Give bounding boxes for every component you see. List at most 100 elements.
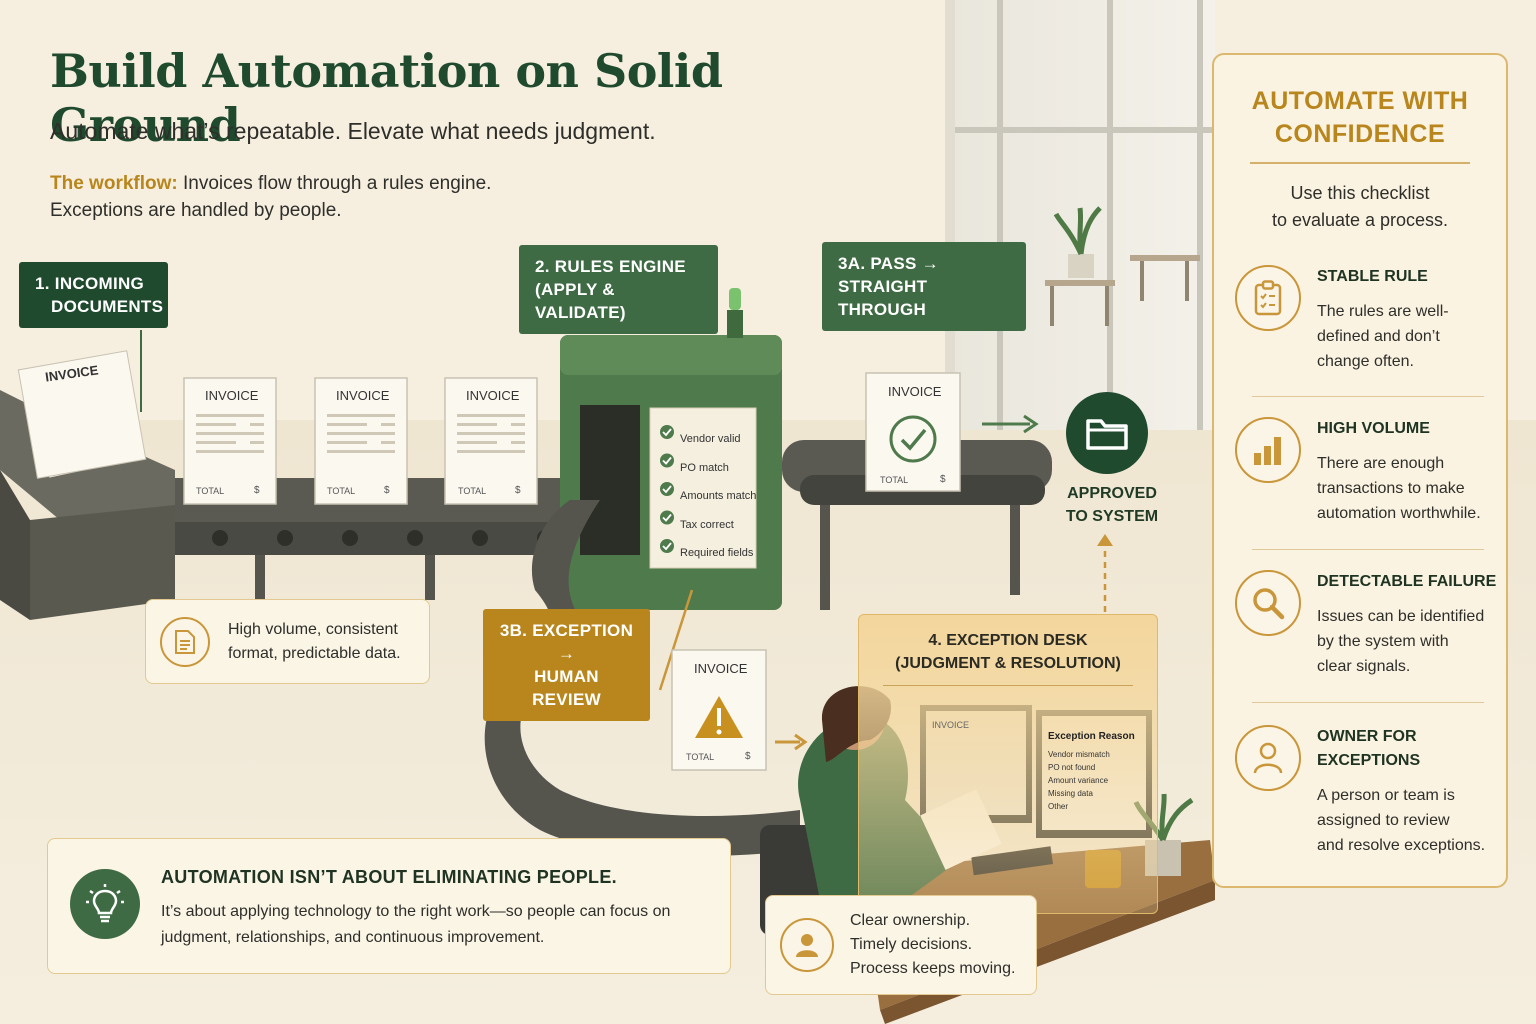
invoice-line bbox=[457, 432, 513, 435]
panel-title: AUTOMATE WITH CONFIDENCE bbox=[1214, 85, 1506, 151]
invoice-line bbox=[381, 441, 395, 444]
invoice-line bbox=[250, 414, 264, 417]
flow-arrows bbox=[140, 330, 1113, 751]
belt-invoice-2-label: INVOICE bbox=[336, 388, 390, 403]
invoice-line bbox=[327, 423, 367, 426]
exception-invoice-total: TOTAL bbox=[686, 752, 715, 762]
invoice-line bbox=[511, 450, 525, 453]
invoice-line bbox=[381, 432, 395, 435]
step-incoming-line2: DOCUMENTS bbox=[51, 297, 164, 316]
invoice-line bbox=[327, 414, 383, 417]
desc-line: and resolve exceptions. bbox=[1317, 837, 1486, 854]
belt-invoice-3-total: TOTAL bbox=[458, 486, 487, 496]
desc-line: A person or team is bbox=[1317, 787, 1455, 804]
workflow-line2: Exceptions are handled by people. bbox=[50, 200, 342, 221]
desc-line: transactions to make bbox=[1317, 480, 1465, 497]
approved-folder-badge bbox=[1066, 392, 1148, 474]
invoice-line bbox=[196, 432, 252, 435]
check-item-desc: There are enough transactions to make au… bbox=[1317, 451, 1497, 526]
desk-title-line2: (JUDGMENT & RESOLUTION) bbox=[895, 655, 1121, 672]
volume-note-line1: High volume, consistent bbox=[228, 620, 398, 638]
exception-invoice bbox=[671, 649, 767, 771]
rules-check-labels: Vendor valid PO match Amounts match Tax … bbox=[680, 425, 756, 568]
invoice-line bbox=[511, 423, 525, 426]
check-item-desc: Issues can be identified by the system w… bbox=[1317, 604, 1497, 679]
reason-other: Other bbox=[1048, 802, 1069, 811]
step-pass-label: 3A. PASS → STRAIGHT THROUGH bbox=[822, 242, 1026, 331]
desk-title-line1: 4. EXCEPTION DESK bbox=[928, 632, 1088, 649]
step-pass-line2: STRAIGHT THROUGH bbox=[838, 277, 928, 319]
invoice-line bbox=[327, 441, 367, 444]
check-item-title: DETECTABLE FAILURE bbox=[1317, 573, 1497, 590]
pass-invoice-total: TOTAL bbox=[880, 475, 909, 485]
desc-line: by the system with bbox=[1317, 633, 1449, 650]
volume-note-text: High volume, consistent format, predicta… bbox=[228, 618, 401, 666]
step-exception-line2: HUMAN REVIEW bbox=[532, 667, 601, 709]
check-mark-icon bbox=[662, 456, 672, 465]
approved-line1: APPROVED bbox=[1067, 485, 1157, 502]
step-exception-line1: 3B. EXCEPTION → bbox=[499, 621, 634, 663]
reason-po: PO not found bbox=[1048, 763, 1096, 772]
desc-line: clear signals. bbox=[1317, 658, 1411, 675]
check-bullet-icon bbox=[660, 453, 674, 468]
panel-title-line1: AUTOMATE WITH bbox=[1251, 87, 1469, 115]
person-icon bbox=[1235, 725, 1301, 791]
page-subtitle: Automate what’s repeatable. Elevate what… bbox=[50, 118, 656, 144]
automation-message-card: AUTOMATION ISN’T ABOUT ELIMINATING PEOPL… bbox=[47, 838, 731, 974]
workflow-lead: The workflow: bbox=[50, 173, 178, 194]
exception-desk-title: 4. EXCEPTION DESK (JUDGMENT & RESOLUTION… bbox=[859, 615, 1157, 675]
window-wall bbox=[945, 0, 1215, 430]
owner-note-card: Clear ownership. Timely decisions. Proce… bbox=[765, 895, 1037, 995]
workflow-description: The workflow: Invoices flow through a ru… bbox=[50, 170, 610, 224]
invoice-line bbox=[250, 450, 264, 453]
check-separator bbox=[1252, 549, 1484, 550]
panel-intro-line1: Use this checklist bbox=[1290, 183, 1430, 203]
step-rules-line1: 2. RULES ENGINE bbox=[535, 257, 686, 276]
invoice-line bbox=[250, 432, 264, 435]
monitor-invoice-title: INVOICE bbox=[932, 720, 970, 730]
belt-invoice-3-label: INVOICE bbox=[466, 388, 520, 403]
check-item-title: STABLE RULE bbox=[1317, 268, 1428, 285]
pass-invoice-currency: $ bbox=[940, 474, 946, 485]
volume-note-card: High volume, consistent format, predicta… bbox=[145, 599, 430, 684]
panel-title-line2: CONFIDENCE bbox=[1274, 120, 1446, 148]
title-line: OWNER FOR bbox=[1317, 728, 1417, 745]
invoice-line bbox=[381, 450, 395, 453]
invoice-line bbox=[196, 441, 236, 444]
owner-note-line1: Clear ownership. bbox=[850, 912, 971, 929]
clipboard-icon bbox=[1235, 265, 1301, 331]
approved-invoice bbox=[865, 372, 961, 492]
monitor-reason-list: Vendor mismatch PO not found Amount vari… bbox=[1048, 748, 1110, 813]
check-bullet-icon bbox=[660, 510, 674, 525]
step-rules-engine-label: 2. RULES ENGINE (APPLY & VALIDATE) bbox=[519, 245, 718, 334]
approved-line2: TO SYSTEM bbox=[1065, 508, 1159, 525]
step-incoming-line1: 1. INCOMING bbox=[35, 274, 145, 293]
magnifier-icon bbox=[1235, 570, 1301, 636]
owner-note-line2: Timely decisions. bbox=[850, 936, 973, 953]
invoice-line bbox=[511, 414, 525, 417]
invoice-line bbox=[327, 432, 383, 435]
owner-note-line3: Process keeps moving. bbox=[850, 960, 1016, 977]
step-rules-line2: (APPLY & VALIDATE) bbox=[535, 280, 626, 322]
check-separator bbox=[1252, 396, 1484, 397]
belt-invoice-1-label: INVOICE bbox=[205, 388, 259, 403]
bar-chart-icon bbox=[1235, 417, 1301, 483]
invoice-line bbox=[457, 441, 497, 444]
invoice-line bbox=[250, 423, 264, 426]
panel-intro: Use this checklist to evaluate a process… bbox=[1214, 180, 1506, 234]
belt-invoice-1-currency: $ bbox=[254, 485, 260, 496]
check-bullet-icon bbox=[660, 482, 674, 496]
panel-divider bbox=[1250, 162, 1470, 164]
invoice-line bbox=[327, 450, 383, 453]
belt-invoice-1-total: TOTAL bbox=[196, 486, 225, 496]
check-item-title: OWNER FOR EXCEPTIONS bbox=[1317, 725, 1497, 773]
check-mark-icon bbox=[662, 513, 672, 522]
lightbulb-icon bbox=[70, 869, 140, 939]
workflow-line1: Invoices flow through a rules engine. bbox=[183, 173, 492, 194]
invoice-line bbox=[457, 423, 497, 426]
monitor-exception-title: Exception Reason bbox=[1048, 731, 1135, 742]
invoice-line bbox=[511, 441, 525, 444]
conveyor-exception bbox=[484, 500, 800, 856]
rules-check-tax: Tax correct bbox=[680, 518, 734, 531]
